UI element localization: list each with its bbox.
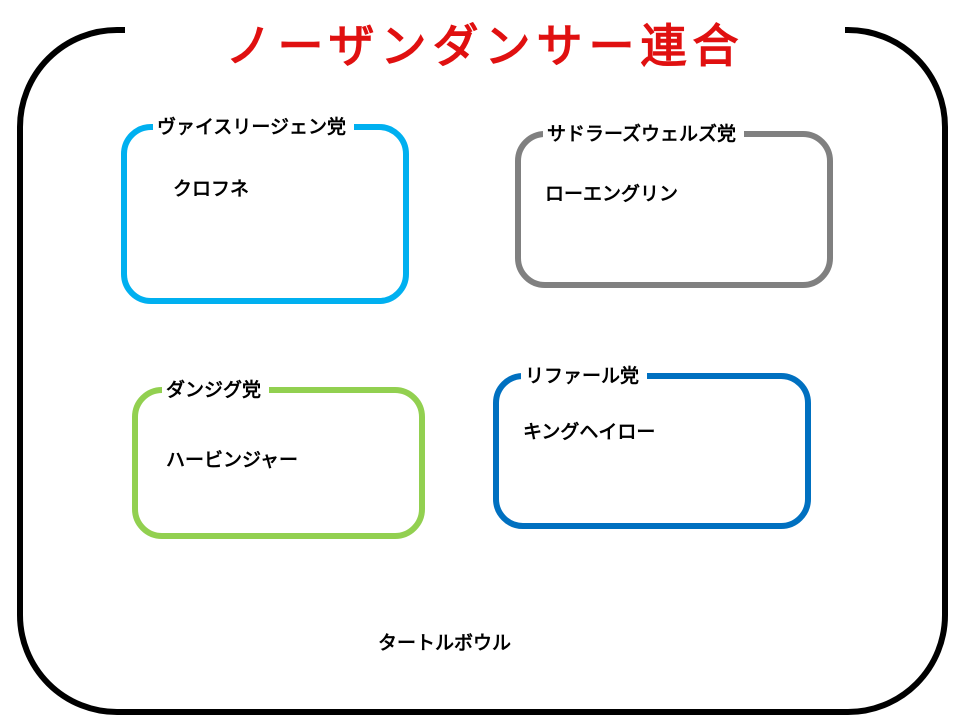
party-label: ヴァイスリージェン党 <box>153 114 355 140</box>
member-name: キングヘイロー <box>523 421 656 443</box>
group-box-lyphard: リファール党 キングヘイロー <box>493 363 811 529</box>
independent-member: タートルボウル <box>378 632 512 654</box>
party-label: サドラーズウェルズ党 <box>543 121 745 147</box>
member-name: クロフネ <box>173 178 250 200</box>
diagram-title: ノーザンダンサー連合 <box>125 14 845 78</box>
group-box-sadlers-wells: サドラーズウェルズ党 ローエングリン <box>515 121 833 288</box>
group-box-danzig: ダンジグ党 ハービンジャー <box>132 377 425 539</box>
member-name: ローエングリン <box>545 183 679 205</box>
party-label: ダンジグ党 <box>162 377 270 403</box>
member-name: ハービンジャー <box>166 449 299 471</box>
party-label: リファール党 <box>521 363 648 389</box>
group-box-vice-regent: ヴァイスリージェン党 クロフネ <box>121 114 409 304</box>
